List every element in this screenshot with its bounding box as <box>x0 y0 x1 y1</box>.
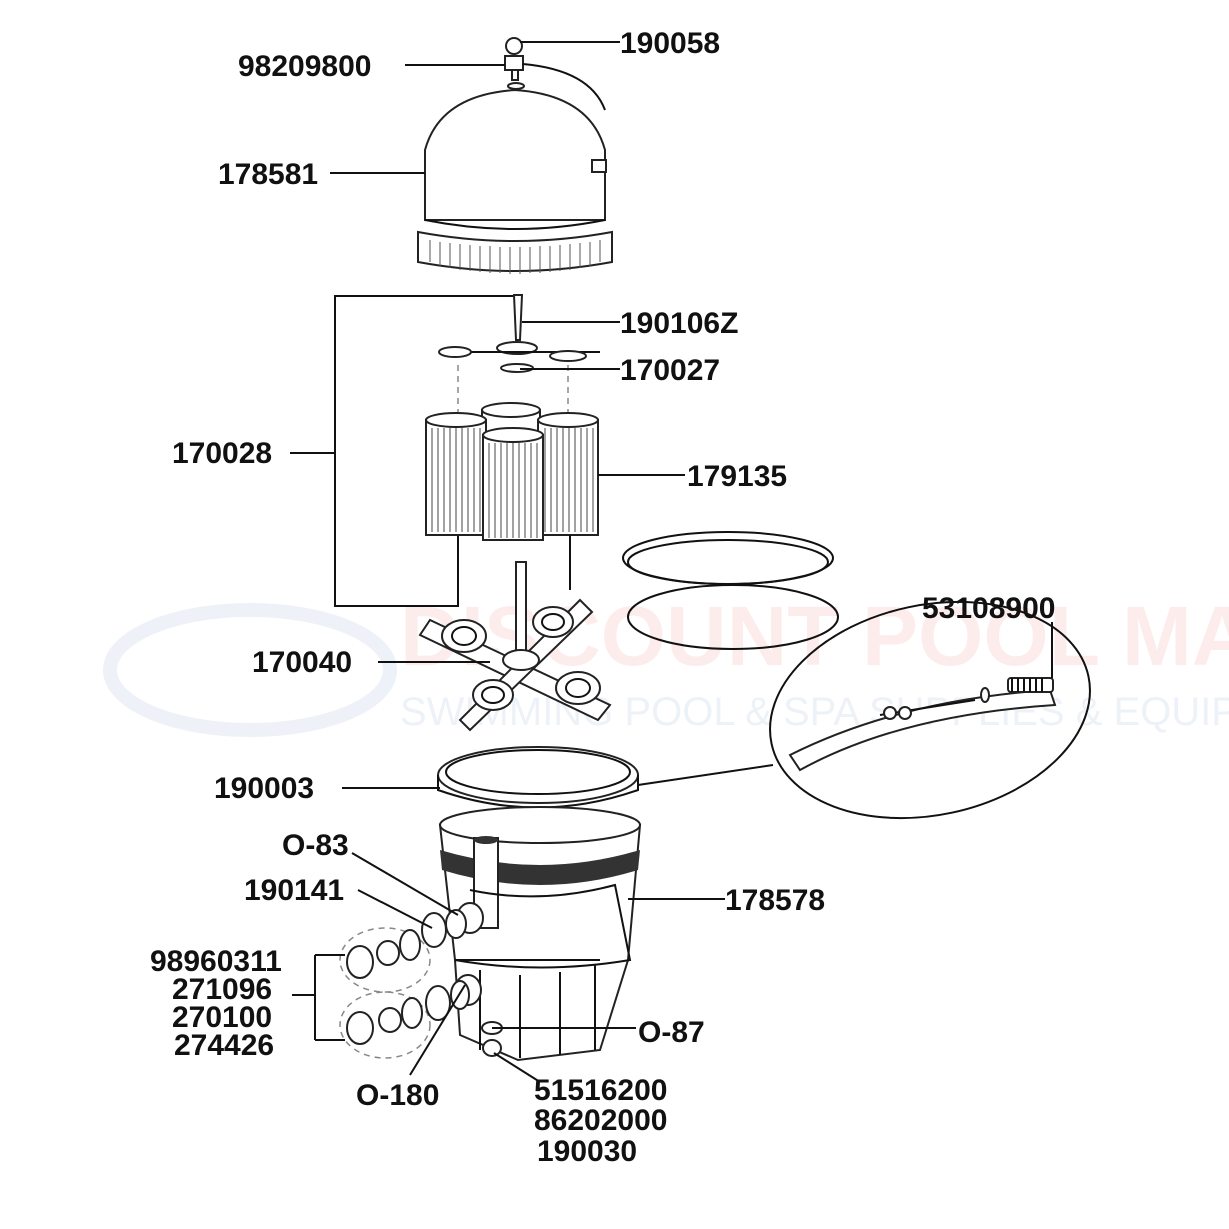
watermark-brand: DISCOUNT POOL MART <box>400 589 1229 683</box>
label-98209800: 98209800 <box>238 50 371 83</box>
label-190106Z: 190106Z <box>620 307 738 340</box>
label-274426: 274426 <box>174 1029 274 1062</box>
unions <box>339 909 470 1059</box>
label-170027: 170027 <box>620 354 720 387</box>
label-O-83: O-83 <box>282 829 349 862</box>
label-51516200: 51516200 <box>534 1074 667 1107</box>
label-53108900: 53108900 <box>922 592 1055 625</box>
label-178581: 178581 <box>218 158 318 191</box>
label-O-180: O-180 <box>356 1079 439 1112</box>
cartridge-assembly-bracket <box>334 295 520 607</box>
label-86202000: 86202000 <box>534 1104 667 1137</box>
label-178578: 178578 <box>725 884 825 917</box>
part-labels: 190058 98209800 178581 190106Z 170027 17… <box>150 27 1055 1168</box>
filter-lid <box>417 88 613 274</box>
label-O-87: O-87 <box>638 1016 705 1049</box>
clamp-detail <box>769 600 1091 820</box>
label-271096: 271096 <box>172 973 272 1006</box>
label-190003: 190003 <box>214 772 314 805</box>
pressure-gauge <box>504 37 606 111</box>
label-170028: 170028 <box>172 437 272 470</box>
watermark: DISCOUNT POOL MART SWIMMING POOL & SPA S… <box>103 589 1229 737</box>
label-170040: 170040 <box>252 646 352 679</box>
bottom-manifold <box>418 561 612 732</box>
label-190030: 190030 <box>537 1135 637 1168</box>
label-179135: 179135 <box>687 460 787 493</box>
lid-o-rings <box>622 531 839 650</box>
watermark-tagline: SWIMMING POOL & SPA SUPPLIES & EQUIPMENT <box>400 690 1229 734</box>
top-manifold <box>438 294 600 373</box>
leader-lines <box>290 41 1053 1083</box>
label-98960311: 98960311 <box>150 945 282 978</box>
filter-cartridges <box>425 402 599 541</box>
watermark-logo-icon <box>103 603 397 737</box>
label-190141: 190141 <box>244 874 344 907</box>
label-270100: 270100 <box>172 1001 272 1034</box>
label-190058: 190058 <box>620 27 720 60</box>
clamp-ring <box>437 746 639 809</box>
filter-tank <box>438 806 642 1062</box>
